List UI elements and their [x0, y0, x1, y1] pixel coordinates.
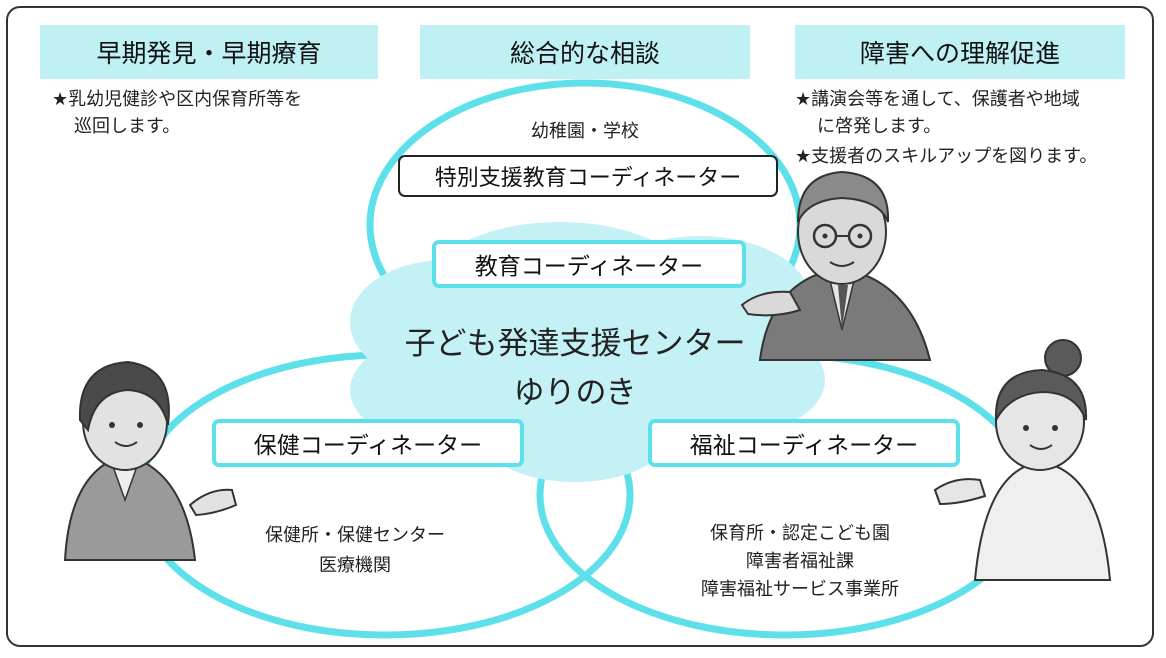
circle-right-line-3: 障害福祉サービス事業所: [701, 579, 899, 600]
health-coordinator-box: 保健コーディネーター: [212, 419, 524, 467]
note-left-line-2: 巡回します。: [74, 116, 181, 137]
education-coordinator-box: 教育コーディネーター: [432, 240, 746, 288]
header-consultation: 総合的な相談: [420, 25, 750, 79]
woman-right-figure: [933, 339, 1112, 581]
center-title-line-1: 子ども発達支援センター: [404, 326, 746, 362]
outer-frame: [6, 6, 1154, 647]
circle-right-line-2: 障害者福祉課: [746, 551, 854, 572]
circle-left-line-2: 医療機関: [319, 555, 391, 576]
woman-left-figure: [63, 360, 238, 561]
welfare-coordinator-box: 福祉コーディネーター: [648, 419, 960, 467]
circle-left-line-1: 保健所・保健センター: [265, 525, 445, 546]
circle-right-line-1: 保育所・認定こども園: [710, 523, 890, 544]
header-early-detection: 早期発見・早期療育: [40, 25, 378, 79]
note-right-line-3: ★支援者のスキルアップを図ります。: [795, 146, 1098, 167]
note-left-line-1: ★乳幼児健診や区内保育所等を: [52, 89, 303, 110]
note-right-line-1: ★講演会等を通して、保護者や地域: [795, 89, 1080, 110]
header-understanding: 障害への理解促進: [795, 25, 1125, 79]
special-education-coordinator-box: 特別支援教育コーディネーター: [398, 155, 778, 197]
note-right-line-2: に啓発します。: [817, 116, 942, 137]
man-figure: [740, 170, 932, 361]
circle-top-label: 幼稚園・学校: [531, 121, 639, 142]
center-title-line-2: ゆりのき: [513, 375, 637, 411]
